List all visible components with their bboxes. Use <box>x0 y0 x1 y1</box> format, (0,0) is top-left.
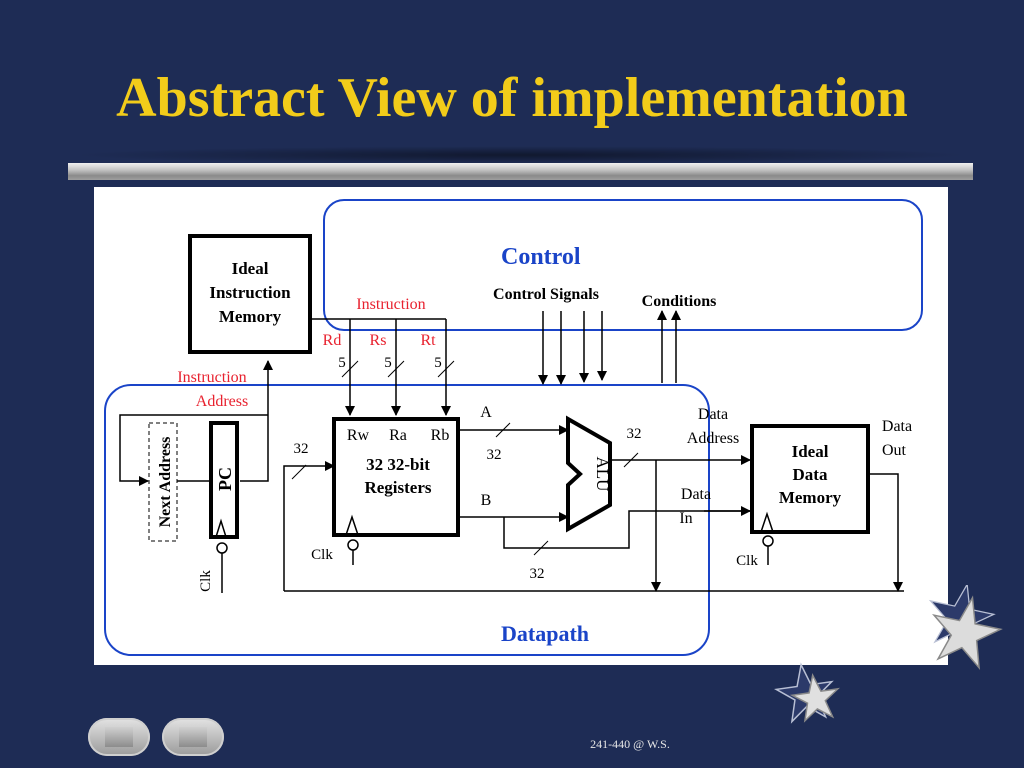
reg-clk-label: Clk <box>311 547 333 563</box>
title-divider <box>68 163 973 180</box>
control-region <box>323 199 923 331</box>
datapath-label: Datapath <box>501 621 589 646</box>
star-icon <box>773 662 841 724</box>
pc-register <box>209 421 239 539</box>
data-address-line-1: Data <box>698 406 728 423</box>
rs-width: 5 <box>384 355 392 371</box>
rt-width: 5 <box>434 355 442 371</box>
bus-a-width: 32 <box>487 447 502 463</box>
registers-line-1: 32 32-bit <box>366 455 430 474</box>
writeback-width: 32 <box>294 441 309 457</box>
next-address-label: Next Address <box>157 437 174 528</box>
data-memory-box <box>750 424 870 534</box>
conditions-label: Conditions <box>642 293 717 310</box>
pc-label: PC <box>215 467 235 491</box>
alu-label: ALU <box>593 457 612 492</box>
next-arrow-icon <box>179 727 207 747</box>
rd-label: Rd <box>323 332 342 349</box>
datapath-diagram: Control Datapath Ideal Instruction Memor… <box>94 187 948 665</box>
registers-line-2: Registers <box>364 478 431 497</box>
bus-b-label: B <box>481 492 492 509</box>
reg-port-rw: Rw <box>347 427 370 444</box>
rd-width: 5 <box>338 355 346 371</box>
decorative-stars <box>773 585 1003 724</box>
slide-title: Abstract View of implementation <box>116 67 908 129</box>
instruction-memory-box <box>188 234 312 354</box>
prev-slide-button[interactable] <box>88 718 150 756</box>
bus-b-width: 32 <box>530 566 545 582</box>
data-out-line-1: Data <box>882 418 912 435</box>
bus-a-label: A <box>480 404 492 421</box>
instruction-memory-line-1: Ideal <box>232 259 269 278</box>
control-signals-label: Control Signals <box>493 286 599 303</box>
data-memory-line-3: Memory <box>779 488 842 507</box>
rs-label: Rs <box>370 332 387 349</box>
instruction-address-line-1: Instruction <box>177 369 246 386</box>
data-mem-clk-label: Clk <box>736 553 758 569</box>
alu <box>566 415 612 533</box>
next-address-box <box>148 422 178 542</box>
data-memory-line-2: Data <box>793 465 828 484</box>
data-in-line-2: In <box>679 510 692 527</box>
prev-arrow-icon <box>105 727 133 747</box>
alu-out-width: 32 <box>627 426 642 442</box>
next-slide-button[interactable] <box>162 718 224 756</box>
reg-port-ra: Ra <box>389 427 407 444</box>
instruction-memory-line-2: Instruction <box>209 283 291 302</box>
footer-text: 241-440 @ W.S. <box>590 737 670 751</box>
star-icon <box>928 585 1003 670</box>
instruction-bus-label: Instruction <box>356 296 425 313</box>
data-out-line-2: Out <box>882 442 907 459</box>
rt-label: Rt <box>420 332 436 349</box>
instruction-memory-line-3: Memory <box>219 307 282 326</box>
slide-title-shadow <box>70 146 970 164</box>
reg-port-rb: Rb <box>431 427 450 444</box>
control-label: Control <box>501 244 581 270</box>
data-address-line-2: Address <box>687 430 739 447</box>
register-file <box>332 417 460 537</box>
datapath-region <box>104 384 710 656</box>
pc-clk-label: Clk <box>198 570 214 592</box>
instruction-address-line-2: Address <box>196 393 248 410</box>
data-memory-line-1: Ideal <box>792 442 829 461</box>
data-in-line-1: Data <box>681 486 711 503</box>
